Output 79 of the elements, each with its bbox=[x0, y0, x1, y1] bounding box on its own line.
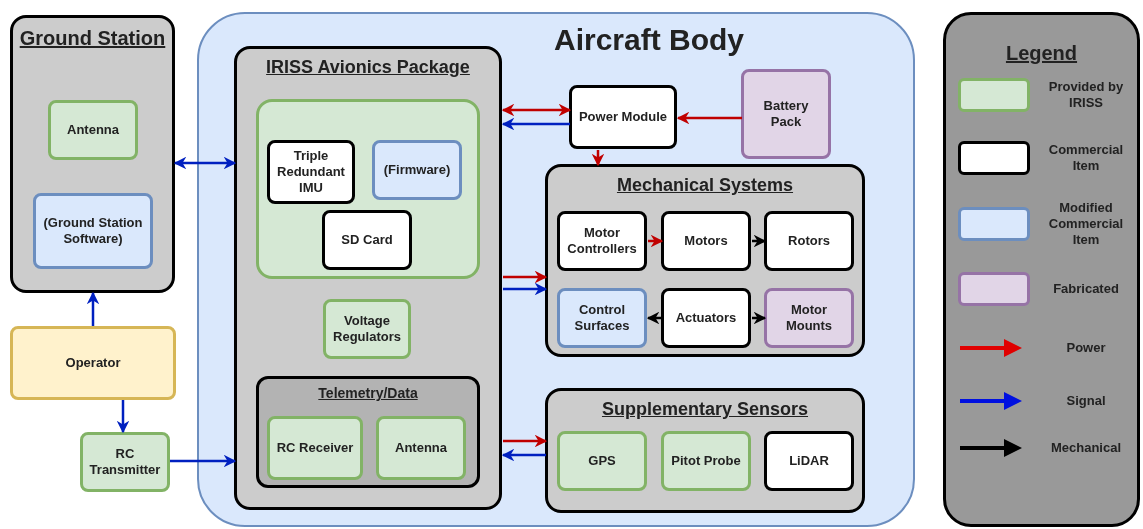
component-box bbox=[376, 416, 466, 480]
box-label: Motor Mounts bbox=[784, 302, 834, 334]
group-panel bbox=[256, 376, 480, 488]
group-title: Telemetry/Data bbox=[317, 384, 419, 403]
box-label: Voltage Regulators bbox=[332, 313, 402, 345]
component-box bbox=[569, 85, 677, 149]
arrow bbox=[646, 311, 662, 325]
component-box bbox=[33, 193, 153, 269]
box-label: Rotors bbox=[788, 233, 830, 249]
arrow bbox=[501, 448, 546, 462]
group-panel bbox=[197, 12, 915, 527]
group-title: Aircraft Body bbox=[552, 22, 745, 58]
arrow bbox=[170, 454, 237, 468]
group-title: Mechanical Systems bbox=[615, 174, 795, 197]
arrow bbox=[676, 111, 742, 125]
box-label: Power Module bbox=[578, 109, 668, 125]
box-label: Triple Redundant IMU bbox=[276, 148, 346, 196]
legend-text: Fabricated bbox=[1052, 281, 1120, 297]
arrow bbox=[503, 434, 548, 448]
component-box bbox=[557, 288, 647, 348]
group-title: IRISS Avionics Package bbox=[265, 56, 471, 79]
component-box bbox=[661, 431, 751, 491]
box-label: Operator bbox=[65, 355, 121, 371]
arrow bbox=[752, 311, 767, 325]
box-label: Battery Pack bbox=[762, 98, 810, 130]
box-label: SD Card bbox=[341, 232, 393, 248]
component-box bbox=[48, 100, 138, 160]
arrow bbox=[591, 150, 605, 167]
arrow bbox=[86, 291, 100, 326]
legend-text: Modified Commercial Item bbox=[1047, 200, 1125, 248]
arrow bbox=[116, 400, 130, 434]
box-label: Actuators bbox=[675, 310, 737, 326]
box-label: (Firmware) bbox=[383, 162, 451, 178]
box-label: Motors bbox=[684, 233, 728, 249]
group-panel bbox=[545, 388, 865, 513]
arrow bbox=[501, 103, 572, 117]
arrow bbox=[503, 282, 548, 296]
arrow bbox=[648, 234, 664, 248]
component-box bbox=[10, 326, 176, 400]
arrow bbox=[501, 117, 570, 131]
component-box bbox=[764, 431, 854, 491]
component-box bbox=[557, 431, 647, 491]
group-title: Supplementary Sensors bbox=[600, 398, 810, 421]
group-panel bbox=[10, 15, 175, 293]
box-label: Antenna bbox=[67, 122, 119, 138]
group-panel bbox=[545, 164, 865, 357]
component-box bbox=[80, 432, 170, 492]
legend-text: Commercial Item bbox=[1047, 142, 1125, 174]
arrow bbox=[503, 270, 548, 284]
box-label: Control Surfaces bbox=[573, 302, 631, 334]
legend-text: Signal bbox=[1065, 393, 1107, 409]
legend-text: Mechanical bbox=[1049, 440, 1123, 456]
component-box bbox=[323, 299, 411, 359]
arrow bbox=[752, 234, 767, 248]
group-title: Ground Station bbox=[18, 26, 167, 50]
legend-text: Provided by IRISS bbox=[1047, 79, 1125, 111]
component-box bbox=[372, 140, 462, 200]
component-box bbox=[267, 416, 363, 480]
box-label: LiDAR bbox=[789, 453, 829, 469]
component-box bbox=[322, 210, 412, 270]
box-label: Motor Controllers bbox=[566, 225, 638, 257]
box-label: GPS bbox=[588, 453, 616, 469]
group-panel bbox=[256, 99, 480, 279]
box-label: Pitot Probe bbox=[671, 453, 741, 469]
component-box bbox=[764, 288, 854, 348]
box-label: Antenna bbox=[395, 440, 447, 456]
component-box bbox=[661, 211, 751, 271]
legend-title: Legend bbox=[1004, 41, 1079, 66]
component-box bbox=[557, 211, 647, 271]
legend-text: Power bbox=[1065, 340, 1107, 356]
box-label: RC Transmitter bbox=[88, 446, 162, 478]
box-label: RC Receiver bbox=[276, 440, 354, 456]
box-label: (Ground Station Software) bbox=[42, 215, 144, 247]
group-panel bbox=[234, 46, 502, 510]
component-box bbox=[764, 211, 854, 271]
arrow bbox=[173, 156, 237, 170]
component-box bbox=[661, 288, 751, 348]
component-box bbox=[741, 69, 831, 159]
component-box bbox=[267, 140, 355, 204]
